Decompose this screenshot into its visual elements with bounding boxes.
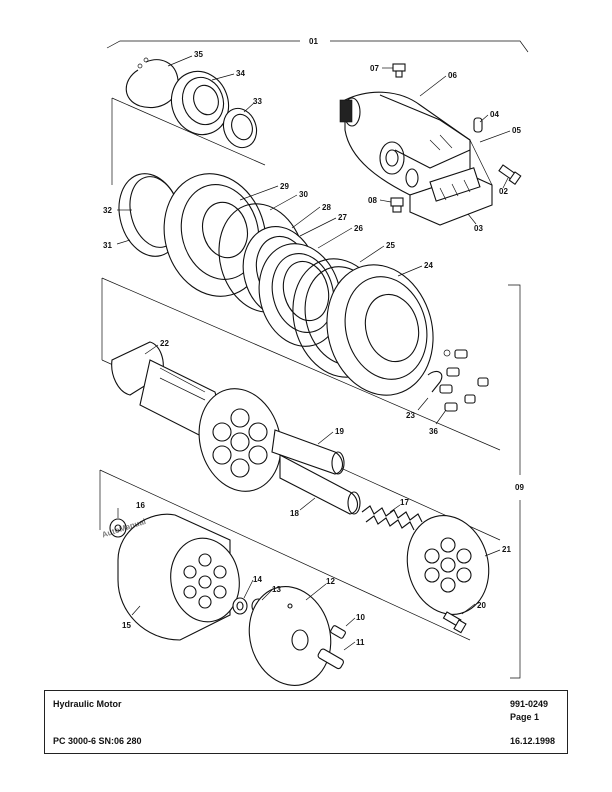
part-19-piston [271, 429, 345, 475]
part-15-cylinder-block [117, 513, 240, 641]
part-14-o-ring [232, 597, 248, 615]
callout-04: 04 [490, 110, 499, 119]
part-03-end-cover [409, 167, 493, 226]
callout-16: 16 [136, 501, 145, 510]
callout-33: 33 [253, 97, 262, 106]
part-number: 991-0249 [510, 699, 549, 709]
callout-labels: 02 03 04 05 06 07 08 10 11 12 13 14 15 1… [103, 50, 521, 647]
part-05-gasket-line [469, 139, 493, 186]
document-title: Hydraulic Motor [53, 699, 122, 709]
part-06-motor-housing [339, 91, 471, 196]
part-34-seal-housing [170, 70, 230, 136]
part-23-valve-components [427, 349, 489, 404]
callout-06: 06 [448, 71, 457, 80]
part-26-bearing [258, 243, 342, 347]
part-08-plug [390, 197, 404, 213]
callout-14: 14 [253, 575, 262, 584]
part-24-cam-ring [326, 264, 434, 396]
callout-08: 08 [368, 196, 377, 205]
part-35-snap-ring [125, 57, 179, 108]
callout-26: 26 [354, 224, 363, 233]
callout-19: 19 [335, 427, 344, 436]
callout-17: 17 [400, 498, 409, 507]
part-16-washer [109, 518, 127, 538]
callout-22: 22 [160, 339, 169, 348]
callout-23: 23 [406, 411, 415, 420]
leader-lines [116, 55, 511, 651]
callout-35: 35 [194, 50, 203, 59]
callout-25: 25 [386, 241, 395, 250]
callout-15: 15 [122, 621, 131, 630]
part-29-flange [163, 173, 267, 297]
assembly-bracket-09: 09 [508, 284, 524, 679]
callout-29: 29 [280, 182, 289, 191]
part-11-dowel [317, 648, 344, 670]
part-12-port-plate [248, 586, 332, 686]
callout-18: 18 [290, 509, 299, 518]
part-20-screw [442, 611, 467, 634]
callout-05: 05 [512, 126, 521, 135]
callout-12: 12 [326, 577, 335, 586]
title-block: Hydraulic Motor 991-0249 Page 1 PC 3000-… [44, 690, 568, 754]
callout-21: 21 [502, 545, 511, 554]
callout-09: 09 [515, 483, 524, 492]
callout-07: 07 [370, 64, 379, 73]
callout-10: 10 [356, 613, 365, 622]
callout-24: 24 [424, 261, 433, 270]
callout-34: 34 [236, 69, 245, 78]
part-17-spring [361, 505, 423, 531]
part-21-valve-plate [406, 515, 490, 615]
callout-28: 28 [322, 203, 331, 212]
part-04-pin [473, 117, 483, 133]
callout-31: 31 [103, 241, 112, 250]
callout-20: 20 [477, 601, 486, 610]
exploded-parts-diagram: 01 09 [99, 37, 529, 686]
part-barrel-plate [198, 388, 282, 492]
callout-01: 01 [309, 37, 318, 46]
assembly-bracket-01: 01 [106, 37, 529, 53]
callout-36: 36 [429, 427, 438, 436]
part-33-shaft-seal [222, 107, 258, 149]
model-serial: PC 3000-6 SN:06 280 [53, 736, 142, 746]
document-date: 16.12.1998 [510, 736, 556, 746]
part-10-pin [330, 625, 346, 639]
callout-11: 11 [356, 638, 365, 647]
part-02-screw [498, 164, 522, 185]
part-07-bolt [392, 63, 406, 78]
callout-02: 02 [499, 187, 508, 196]
callout-30: 30 [299, 190, 308, 199]
callout-13: 13 [272, 585, 281, 594]
page-number: Page 1 [510, 712, 540, 722]
callout-27: 27 [338, 213, 347, 222]
callout-32: 32 [103, 206, 112, 215]
part-36-spring [444, 402, 458, 412]
callout-03: 03 [474, 224, 483, 233]
part-18-piston [279, 454, 361, 515]
